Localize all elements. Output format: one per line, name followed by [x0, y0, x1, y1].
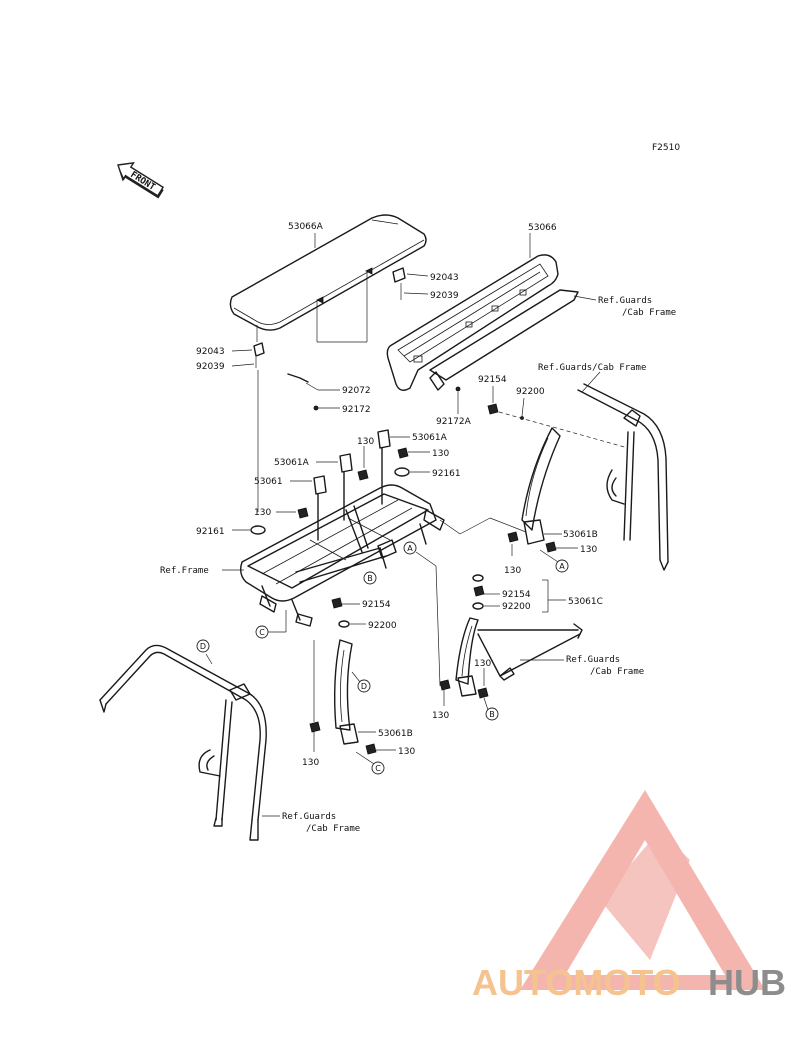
ref-guards-1-line2: /Cab Frame	[622, 308, 676, 318]
svg-text:C: C	[259, 628, 265, 637]
watermark-text-auto: AUTOMOTO	[472, 962, 681, 1003]
label-92172A: 92172A	[436, 417, 472, 427]
label-130-g: 130	[432, 711, 449, 721]
callout-A-left: A	[403, 541, 417, 555]
label-53061A-a: 53061A	[274, 458, 310, 468]
seat-frame	[239, 484, 445, 627]
label-53061B-right: 53061B	[563, 530, 598, 540]
figure-code: F2510	[652, 143, 680, 153]
callout-B-right: B	[485, 707, 499, 721]
svg-text:B: B	[489, 710, 495, 719]
callout-B-left: B	[363, 571, 377, 585]
callout-C-right: C	[371, 761, 385, 775]
ref-guards-4-line2: /Cab Frame	[306, 824, 360, 834]
label-92043-right: 92043	[430, 273, 459, 283]
bracket-92043-right	[392, 267, 429, 300]
seatbelt-53061C	[439, 574, 489, 699]
label-130-d: 130	[580, 545, 597, 555]
callout-D-left: D	[196, 639, 210, 653]
svg-text:A: A	[407, 544, 413, 553]
label-130-h: 130	[398, 747, 415, 757]
bolt-92154-top	[487, 386, 629, 449]
strap-92072	[287, 373, 340, 411]
label-92200-top: 92200	[516, 387, 545, 397]
seatbelt-53061B-left	[309, 639, 377, 755]
label-53061: 53061	[254, 477, 283, 487]
label-92039-left: 92039	[196, 362, 225, 372]
label-92200-c: 92200	[502, 602, 531, 612]
bracket-92043-left	[231, 325, 265, 368]
cab-frame-rear-right	[577, 383, 669, 571]
label-130-i: 130	[302, 758, 319, 768]
front-arrow: FRONT	[117, 161, 165, 199]
svg-text:A: A	[559, 562, 565, 571]
label-53066: 53066	[528, 223, 557, 233]
cab-frame-bar-mid	[477, 623, 583, 681]
svg-text:D: D	[200, 642, 206, 651]
ref-guards-1-line1: Ref.Guards	[598, 296, 652, 306]
svg-text:B: B	[367, 574, 373, 583]
label-92200-mid: 92200	[368, 621, 397, 631]
svg-text:C: C	[375, 764, 381, 773]
svg-text:D: D	[361, 682, 367, 691]
watermark-text-hub: HUB	[708, 962, 786, 1003]
ref-guards-3-line1: Ref.Guards	[566, 655, 620, 665]
label-92154-top: 92154	[478, 375, 507, 385]
label-92154-c: 92154	[502, 590, 531, 600]
buckle-53061A-a	[316, 453, 353, 521]
label-130-b: 130	[432, 449, 449, 459]
label-53061C: 53061C	[568, 597, 603, 607]
label-92154-mid: 92154	[362, 600, 391, 610]
buckle-53061A-b	[377, 429, 410, 505]
grommet-92161-right	[394, 467, 430, 477]
label-53066A: 53066A	[288, 222, 324, 232]
label-92039-right: 92039	[430, 291, 459, 301]
label-130-e: 130	[504, 566, 521, 576]
callout-A-right: A	[555, 559, 569, 573]
label-92172: 92172	[342, 405, 371, 415]
label-130-a: 130	[357, 437, 374, 447]
ref-guards-2: Ref.Guards/Cab Frame	[538, 363, 646, 373]
label-92072: 92072	[342, 386, 371, 396]
grommet-92161-left	[232, 525, 266, 535]
callout-C-left: C	[255, 625, 269, 639]
ref-guards-4-line1: Ref.Guards	[282, 812, 336, 822]
label-92161-right: 92161	[432, 469, 461, 479]
watermark: AUTOMOTO HUB	[472, 790, 786, 1003]
label-92161-left: 92161	[196, 527, 225, 537]
callout-D-center: D	[357, 679, 371, 693]
label-53061A-b: 53061A	[412, 433, 448, 443]
seat-back-53066	[386, 254, 579, 391]
seat-cushion-53066A	[229, 214, 427, 331]
ref-guards-3-line2: /Cab Frame	[590, 667, 644, 677]
buckle-53061	[290, 475, 327, 541]
label-53061B-left: 53061B	[378, 729, 413, 739]
label-92043-left: 92043	[196, 347, 225, 357]
label-130-f: 130	[474, 659, 491, 669]
ref-frame: Ref.Frame	[160, 566, 209, 576]
seatbelt-53061B-right	[521, 427, 561, 553]
cab-frame-front-left	[99, 644, 267, 841]
label-130-c: 130	[254, 508, 271, 518]
